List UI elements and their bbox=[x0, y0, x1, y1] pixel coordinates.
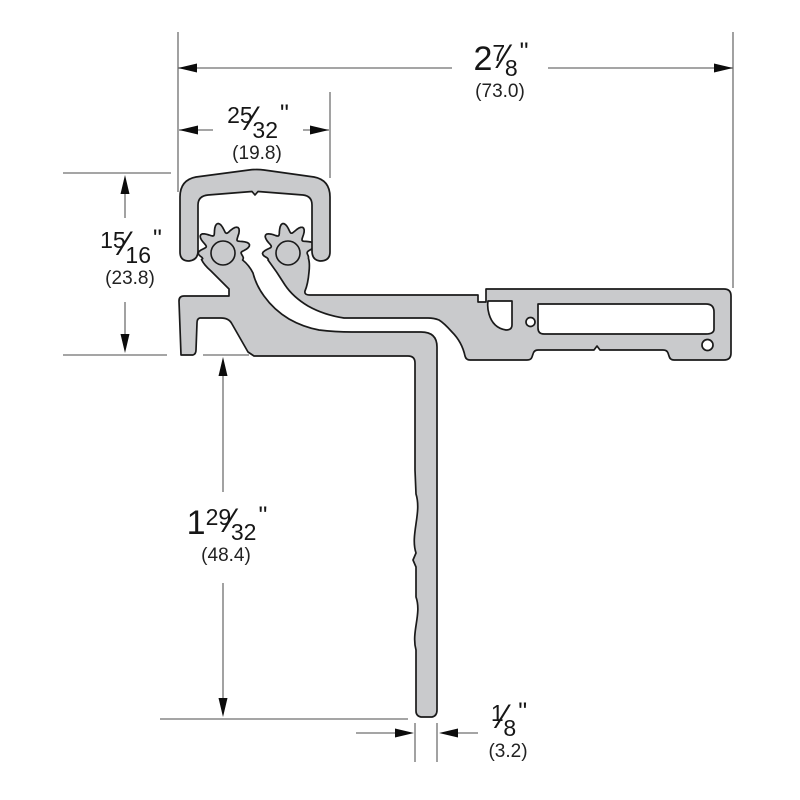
fraction-slash: ⁄ bbox=[122, 225, 129, 263]
dim-overall-width: 27⁄8" (73.0) bbox=[473, 40, 528, 102]
dim-numerator: 25 bbox=[227, 102, 253, 128]
dim-numerator: 7 bbox=[492, 40, 506, 66]
left-bearing-circle bbox=[210, 240, 236, 266]
dim-metric: (23.8) bbox=[105, 268, 155, 289]
dim-metric: (3.2) bbox=[488, 741, 528, 762]
dim-metric: (48.4) bbox=[201, 545, 251, 566]
arrowhead-knucklewidth-right bbox=[310, 125, 329, 135]
arrowhead-legthickness-left bbox=[395, 728, 414, 738]
inch-mark: " bbox=[258, 502, 267, 530]
dim-knuckle-width: 25⁄32" (19.8) bbox=[227, 102, 289, 164]
arrowhead-knuckleheight-up bbox=[120, 175, 130, 194]
dim-numerator: 1 bbox=[490, 700, 504, 726]
dim-metric: (73.0) bbox=[475, 81, 525, 102]
arrowhead-leglength-down bbox=[218, 698, 228, 717]
inch-mark: " bbox=[519, 38, 529, 66]
frame-leaf-profile bbox=[261, 222, 732, 361]
dim-leg-thickness: 1⁄8" (3.2) bbox=[488, 700, 528, 762]
dim-whole: 1 bbox=[186, 504, 206, 542]
dim-denominator: 32 bbox=[252, 117, 278, 143]
dimension-lines bbox=[120, 63, 733, 738]
arrowhead-overall-right bbox=[714, 63, 733, 73]
dim-denominator: 16 bbox=[125, 242, 151, 268]
door-leaf-profile bbox=[178, 222, 438, 718]
profile-geometry bbox=[178, 168, 732, 718]
arrowhead-knuckleheight-down bbox=[120, 334, 130, 353]
dim-knuckle-height: 15⁄16" (23.8) bbox=[100, 227, 162, 289]
dim-denominator: 32 bbox=[230, 519, 257, 545]
dim-numerator: 29 bbox=[205, 504, 232, 530]
arrowhead-leglength-up bbox=[218, 357, 228, 376]
dim-metric: (19.8) bbox=[232, 143, 282, 164]
arrowhead-legthickness-right bbox=[439, 728, 458, 738]
dim-denominator: 8 bbox=[504, 55, 518, 81]
fraction-slash: ⁄ bbox=[500, 698, 507, 736]
inch-mark: " bbox=[518, 698, 527, 726]
dim-whole: 2 bbox=[473, 40, 493, 78]
right-bearing-circle bbox=[275, 240, 301, 266]
fraction-slash: ⁄ bbox=[228, 502, 234, 540]
hinge-cap-profile bbox=[179, 168, 331, 262]
dim-leg-length: 129⁄32" (48.4) bbox=[186, 504, 268, 566]
fraction-slash: ⁄ bbox=[249, 100, 256, 138]
dim-numerator: 15 bbox=[100, 227, 126, 253]
arrowhead-overall-left bbox=[178, 63, 197, 73]
fraction-slash: ⁄ bbox=[502, 38, 508, 76]
inch-mark: " bbox=[153, 225, 162, 253]
inch-mark: " bbox=[280, 100, 289, 128]
extension-lines bbox=[63, 32, 734, 762]
dim-denominator: 8 bbox=[503, 715, 517, 741]
arrowhead-knucklewidth-left bbox=[179, 125, 198, 135]
